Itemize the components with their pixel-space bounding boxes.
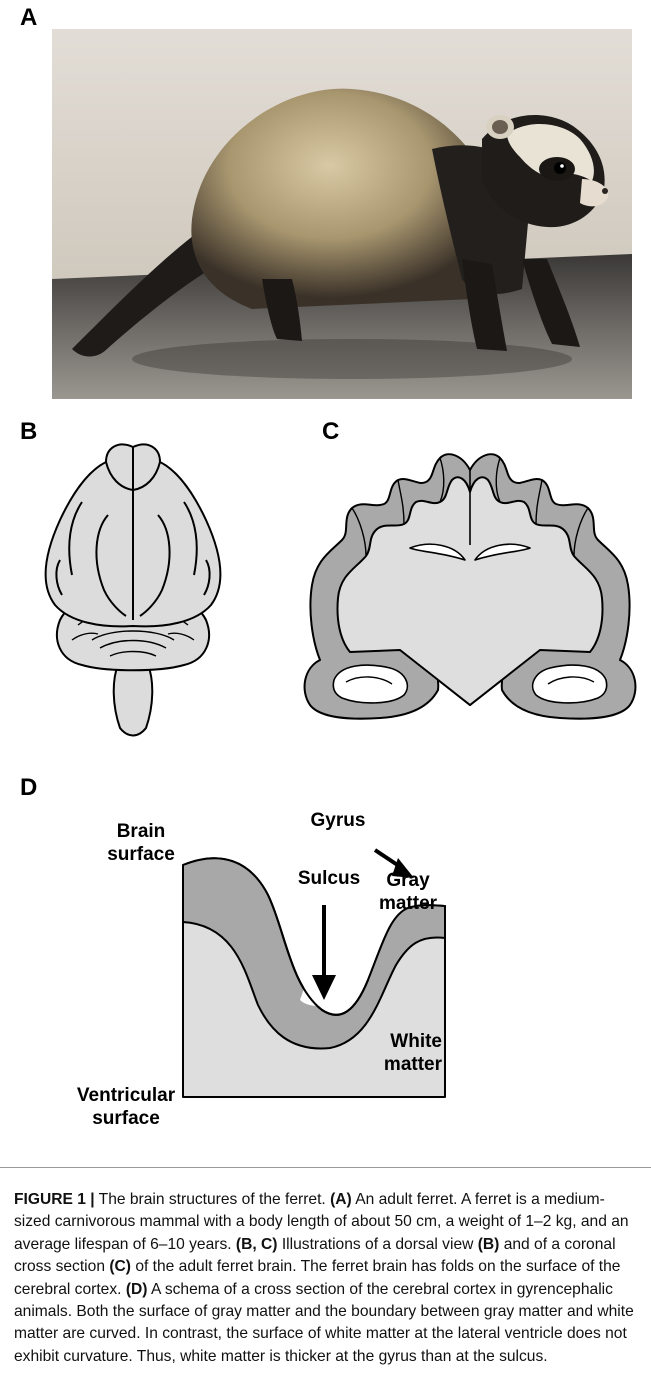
caption-text-1: The brain structures of the ferret. — [95, 1191, 330, 1208]
brain-illustrations — [0, 0, 651, 1160]
caption-text-3: Illustrations of a dorsal view — [278, 1236, 478, 1253]
label-gray-matter: Gray matter — [368, 869, 448, 915]
label-white-matter-line2: matter — [362, 1053, 442, 1076]
caption-ref-a: (A) — [330, 1191, 352, 1208]
coronal-section-diagram — [305, 454, 636, 718]
label-gyrus: Gyrus — [298, 809, 378, 832]
label-white-matter-line1: White — [362, 1030, 442, 1053]
label-ventricular-surface-line1: Ventricular — [56, 1084, 196, 1107]
label-white-matter: White matter — [362, 1030, 442, 1076]
label-gray-matter-line2: matter — [368, 892, 448, 915]
label-sulcus: Sulcus — [284, 867, 374, 890]
caption-ref-bc: (B, C) — [236, 1236, 278, 1253]
dorsal-view-diagram — [46, 444, 221, 735]
caption-ref-b: (B) — [478, 1236, 500, 1253]
caption-figure-label: FIGURE 1 | — [14, 1191, 95, 1208]
caption-divider — [0, 1167, 651, 1168]
label-brain-surface-line2: surface — [86, 843, 196, 866]
label-gray-matter-line1: Gray — [368, 869, 448, 892]
label-ventricular-surface-line2: surface — [56, 1107, 196, 1130]
figure-caption: FIGURE 1 | The brain structures of the f… — [14, 1189, 640, 1368]
caption-ref-c: (C) — [109, 1258, 131, 1275]
label-ventricular-surface: Ventricular surface — [56, 1084, 196, 1130]
label-brain-surface: Brain surface — [86, 820, 196, 866]
label-brain-surface-line1: Brain — [86, 820, 196, 843]
caption-ref-d: (D) — [126, 1281, 148, 1298]
